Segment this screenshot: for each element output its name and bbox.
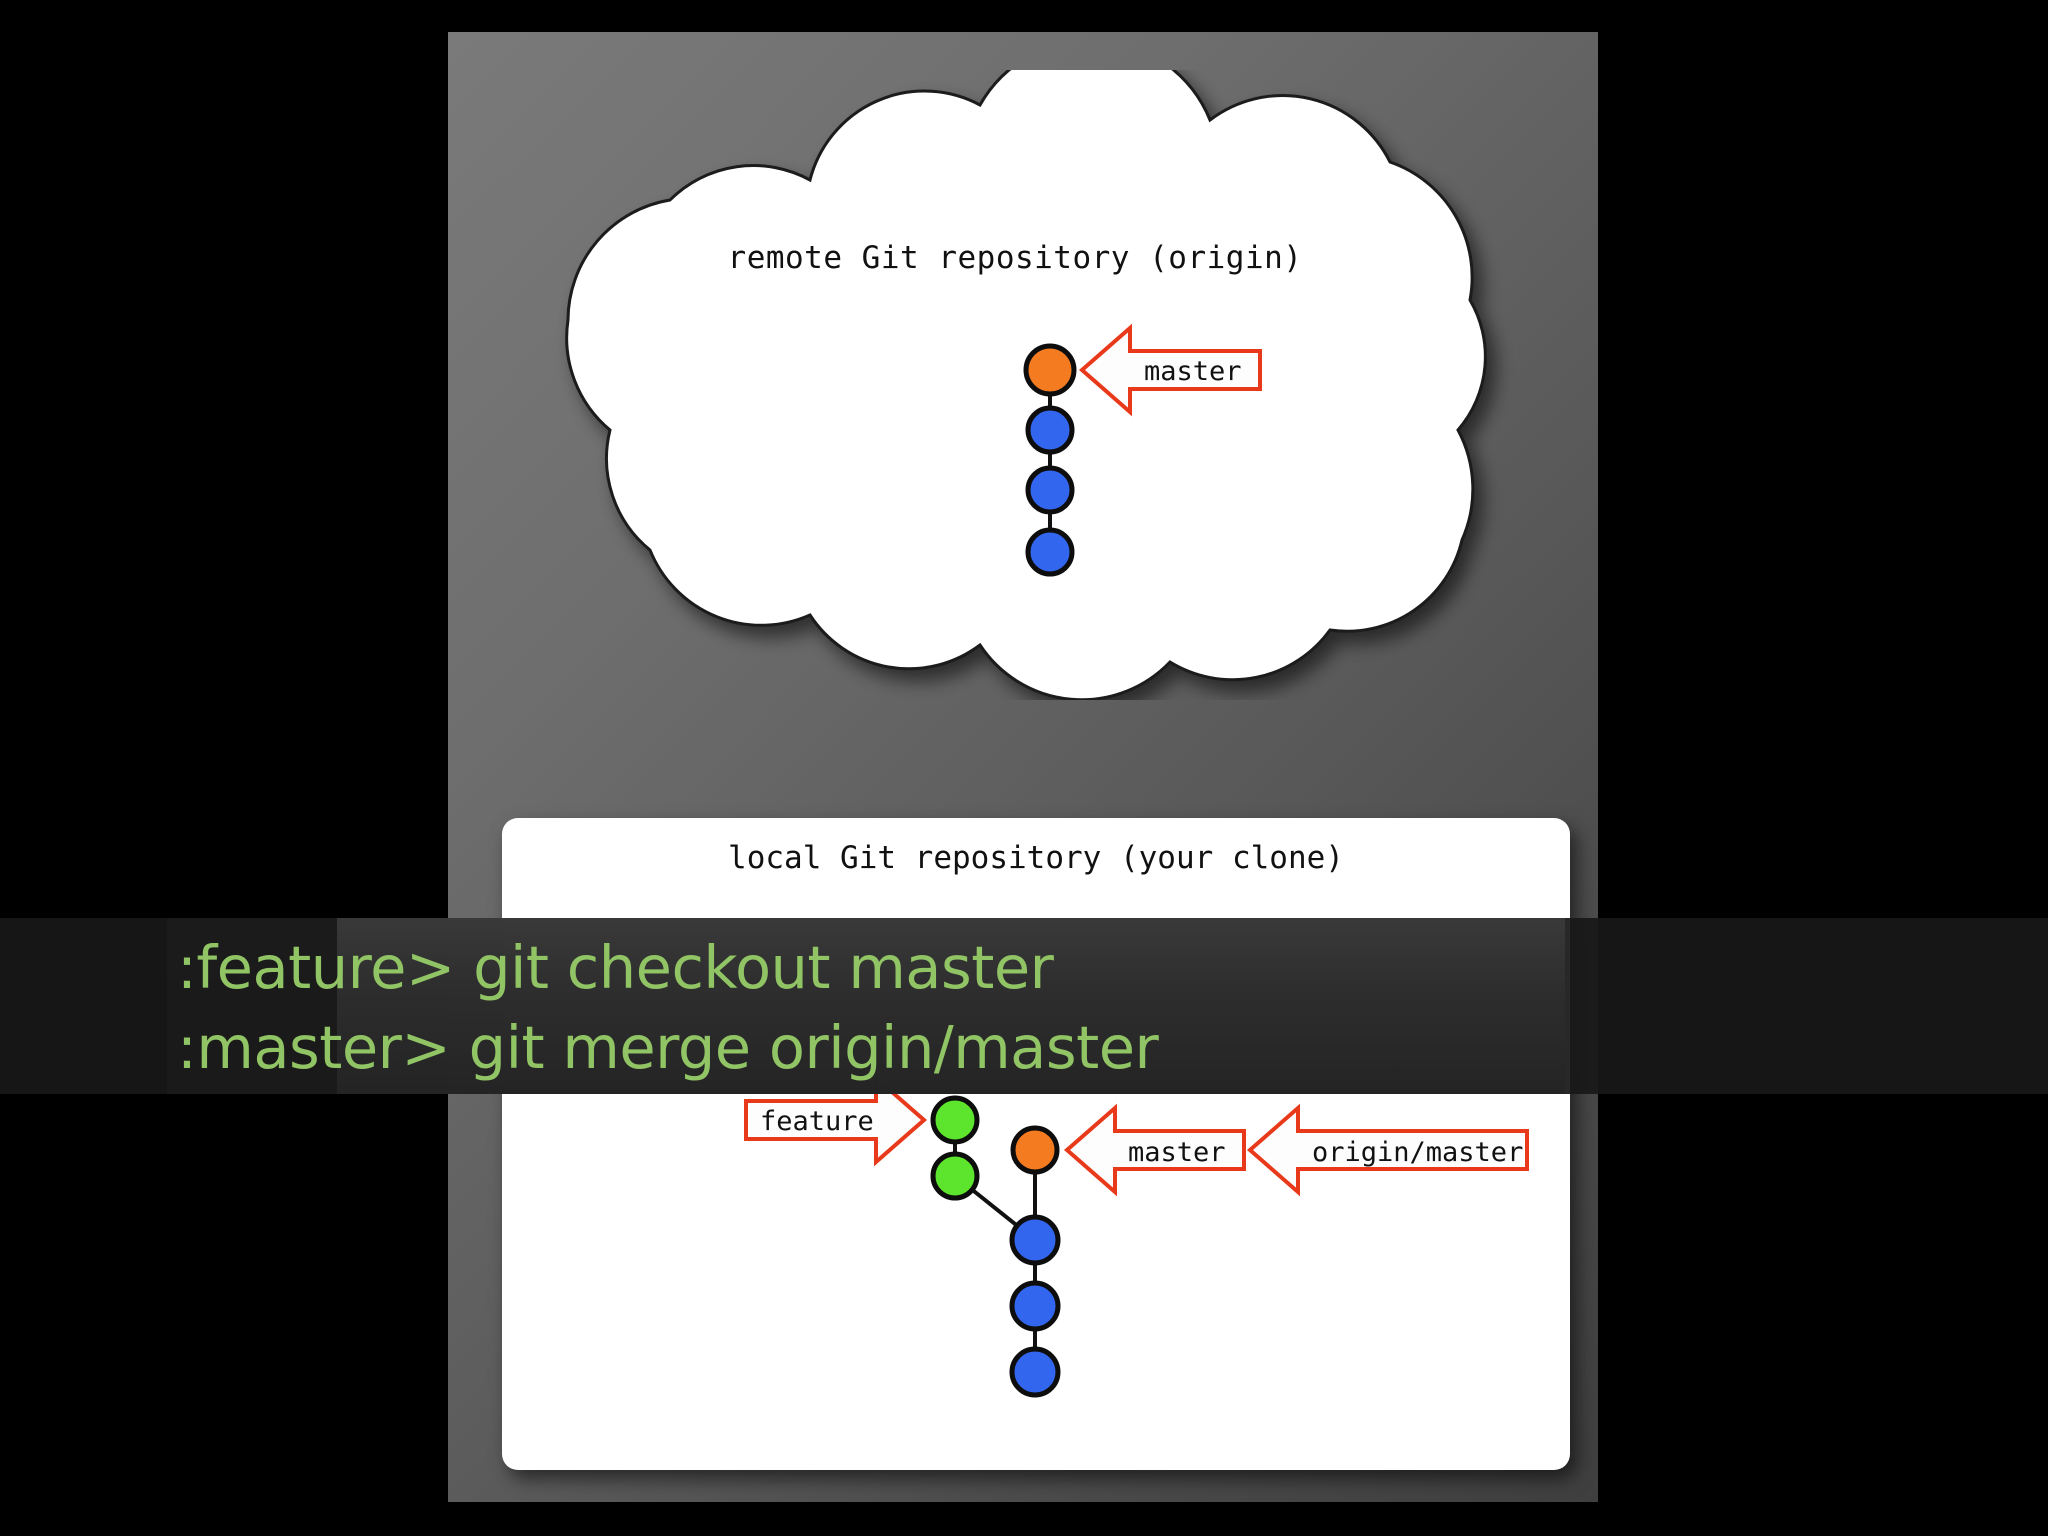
cloud-shape <box>565 70 1487 700</box>
ref-label-master-local: master <box>1128 1137 1226 1168</box>
ref-label-feature: feature <box>760 1106 874 1137</box>
terminal-overlay-inner <box>167 918 1565 1094</box>
terminal-command-list: :feature> git checkout master :master> g… <box>167 918 1767 1094</box>
terminal-line-2: :master> git merge origin/master <box>177 1013 1159 1082</box>
commit-node-local-2[interactable] <box>1009 1280 1061 1332</box>
terminal-line-1: :feature> git checkout master <box>177 933 1054 1002</box>
commit-node-local-master[interactable] <box>1010 1125 1060 1175</box>
remote-repo-title: remote Git repository (origin) <box>727 240 1303 276</box>
edge-f1-c1 <box>953 1174 1037 1242</box>
local-repository-panel: local Git repository (your clone) featur… <box>502 818 1570 1470</box>
commit-node-local-1[interactable] <box>1009 1214 1061 1266</box>
terminal-overlay-left-pad <box>167 918 337 1094</box>
commit-node-feature-1[interactable] <box>930 1151 980 1201</box>
local-repo-title: local Git repository (your clone) <box>728 840 1344 876</box>
local-commit-graph: feature master origin/master <box>502 818 1570 1470</box>
ref-label-origin-master: origin/master <box>1312 1137 1523 1168</box>
ref-arrow-origin-master[interactable] <box>1246 1103 1529 1197</box>
remote-repository-cloud: remote Git repository (origin) master <box>510 70 1520 700</box>
commit-node-feature-head[interactable] <box>930 1095 980 1145</box>
slide-canvas: remote Git repository (origin) master lo… <box>448 32 1598 1502</box>
commit-node-local-3[interactable] <box>1009 1346 1061 1398</box>
ref-arrow-master-local[interactable] <box>1063 1103 1246 1197</box>
